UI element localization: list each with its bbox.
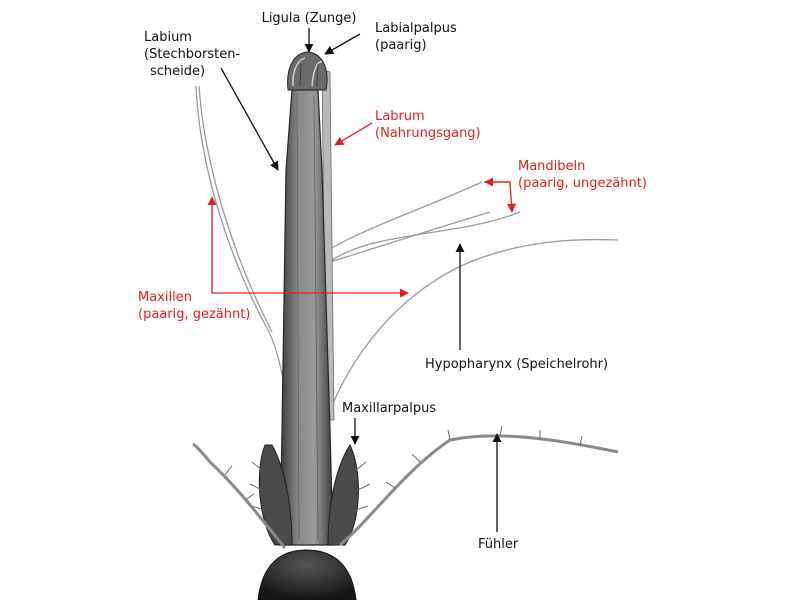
labella-tip	[287, 51, 328, 91]
label-labium: Labium (Stechborsten- scheide)	[144, 30, 244, 79]
labels: Ligula (Zunge) Labialpalpus (paarig) Lab…	[138, 11, 647, 552]
head	[257, 549, 357, 601]
maxillary-palps	[249, 443, 371, 546]
leader-lines	[207, 28, 516, 532]
label-maxillen: Maxillen (paarig, gezähnt)	[138, 290, 250, 322]
label-labialpalpus: Labialpalpus (paarig)	[375, 21, 461, 53]
antennae	[192, 434, 619, 549]
label-ligula: Ligula (Zunge)	[262, 11, 357, 26]
label-labrum: Labrum (Nahrungsgang)	[375, 109, 481, 141]
label-fuehler: Fühler	[478, 537, 519, 552]
label-hypopharynx: Hypopharynx (Speichelrohr)	[425, 357, 608, 372]
label-mandibeln: Mandibeln (paarig, ungezähnt)	[518, 159, 647, 191]
specimen-illustration	[192, 51, 619, 601]
label-maxillarpalpus: Maxillarpalpus	[342, 401, 436, 416]
